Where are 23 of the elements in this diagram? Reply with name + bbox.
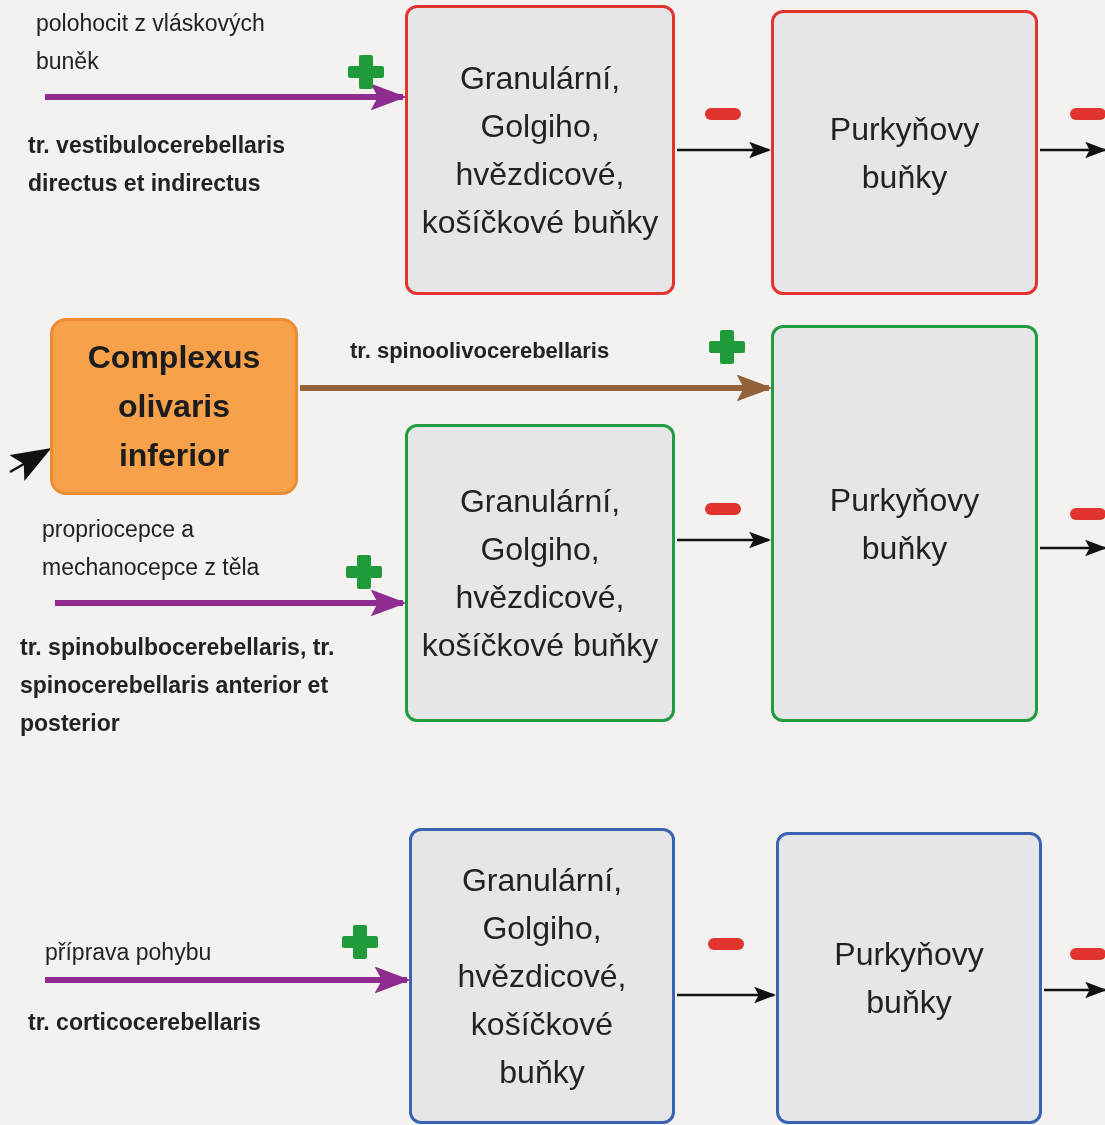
- tract-label: tr. vestibulocerebellaris directus et indirectus: [28, 131, 286, 198]
- arrow: [677, 531, 771, 549]
- cell-group-box: Granulární, Golgiho, hvězdicové, košíčkové buňky: [409, 828, 675, 1124]
- tract-label: tr. corticocerebellaris: [28, 1008, 262, 1037]
- nucleus-box: Complexus olivaris inferior: [50, 318, 298, 495]
- input-label: polohocit z vláskových buněk: [36, 9, 266, 76]
- cell-group-box: Purkyňovy buňky: [771, 325, 1038, 722]
- arrow: [45, 83, 406, 111]
- input-label: příprava pohybu: [45, 938, 213, 967]
- tract-label: tr. spinobulbocerebellaris, tr. spinocerebellaris anterior et posterior: [20, 633, 336, 738]
- cell-group-box: Purkyňovy buňky: [776, 832, 1042, 1124]
- cell-group-box: Purkyňovy buňky: [771, 10, 1038, 295]
- cell-group-box: Granulární, Golgiho, hvězdicové, košíčkové buňky: [405, 5, 675, 295]
- cell-group-box: Granulární, Golgiho, hvězdicové, košíčkové buňky: [405, 424, 675, 722]
- arrow: [1044, 981, 1105, 999]
- arrow: [677, 986, 776, 1004]
- arrow: [677, 141, 771, 159]
- input-label: propriocepce a mechanocepce z těla: [42, 515, 261, 582]
- arrow: [1040, 539, 1105, 557]
- arrow: [1040, 141, 1105, 159]
- arrow: [45, 966, 410, 994]
- arrow: [55, 589, 406, 617]
- arrow: [300, 374, 772, 402]
